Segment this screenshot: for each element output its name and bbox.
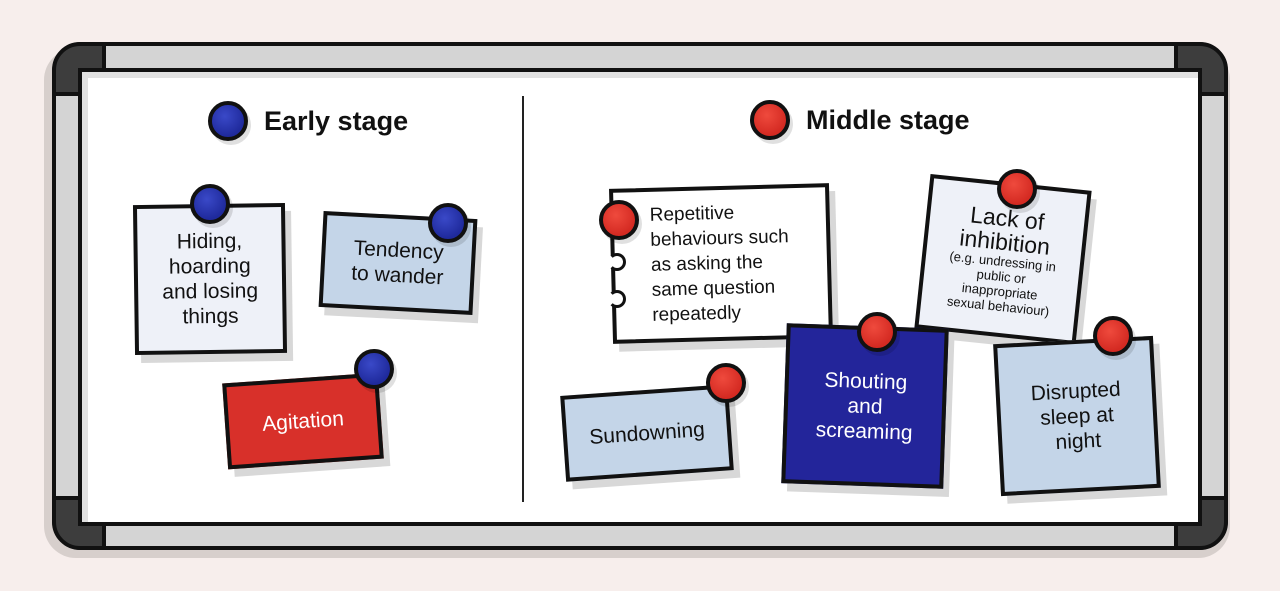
early-stage-title: Early stage [264, 105, 409, 136]
stage-divider [522, 96, 524, 502]
note-repetitive-behaviours: Repetitive behaviours such as asking the… [609, 183, 833, 344]
note-hiding-hoarding: Hiding, hoarding and losing things [132, 202, 288, 356]
blue-pin-icon [428, 203, 468, 243]
middle-stage-title: Middle stage [806, 104, 970, 135]
note-sundowning: Sundowning [560, 384, 734, 482]
blue-pin-icon [208, 101, 248, 141]
note-text: Tendency to wander [350, 236, 445, 290]
note-text: Disrupted sleep at night [1030, 377, 1122, 454]
red-pin-icon [750, 100, 790, 140]
note-text: Sundowning [588, 417, 706, 449]
red-pin-icon [857, 312, 897, 352]
note-agitation: Agitation [222, 372, 384, 470]
red-pin-icon [1093, 316, 1133, 356]
notebook-ring-icon [608, 290, 626, 308]
surface-shade-top [82, 72, 1198, 78]
middle-stage-heading: Middle stage [750, 100, 970, 140]
note-text: Repetitive behaviours such as asking the… [649, 202, 789, 326]
blue-pin-icon [190, 184, 230, 224]
notebook-ring-icon [608, 253, 626, 271]
note-disrupted-sleep: Disrupted sleep at night [993, 335, 1161, 497]
surface-shade-left [82, 72, 88, 522]
red-pin-icon [599, 200, 639, 240]
early-stage-heading: Early stage [208, 101, 408, 141]
note-text: Agitation [261, 406, 345, 436]
blue-pin-icon [354, 349, 394, 389]
red-pin-icon [706, 363, 746, 403]
red-pin-icon [997, 169, 1037, 209]
note-text: Shouting and screaming [815, 368, 913, 445]
note-subtitle: (e.g. undressing in public or inappropri… [946, 247, 1057, 319]
note-text: Hiding, hoarding and losing things [162, 229, 259, 329]
